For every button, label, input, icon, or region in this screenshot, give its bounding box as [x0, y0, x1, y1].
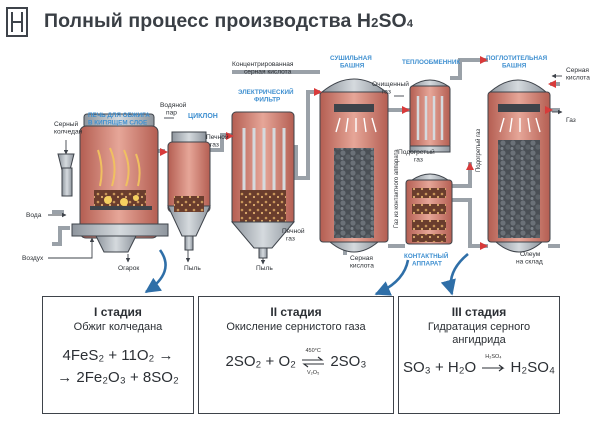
stage-3-eq-right: H₂SO₄	[510, 359, 555, 376]
stage-2-eq-right: 2SO₃	[330, 353, 367, 370]
stage-3-eq-left: SO₃ + H₂O	[403, 359, 477, 376]
stage-2-box: II стадия Окисление сернистого газа 2SO₂…	[198, 296, 394, 414]
cyclone	[167, 131, 211, 251]
logo-icon	[6, 7, 28, 37]
stage-2-title: II стадия	[270, 305, 322, 319]
stage-3-box: III стадия Гидратация серного ангидрида …	[398, 296, 560, 414]
stage-3-title: III стадия	[451, 305, 507, 319]
stage-connectors	[144, 249, 469, 296]
flow-arrows	[160, 56, 556, 250]
equilibrium-arrow-icon: 450°C V₂O₅	[301, 348, 325, 376]
label-pointers	[48, 73, 563, 265]
stage-1-eq-line-1: 4FeS₂ + 11O₂ →	[62, 347, 174, 364]
stage-2-condition-top: 450°C	[305, 348, 321, 355]
absorption-tower	[487, 79, 551, 253]
label-teploobmennik: ТЕПЛООБМЕННИК	[402, 59, 460, 66]
label-gaz-iz-kontaktnogo: Газ из контактного аппарата	[394, 149, 400, 228]
stage-2-equation: 2SO₂ + O₂ 450°C V₂O₅ 2SO₃	[199, 348, 393, 376]
heat-exchanger	[409, 79, 451, 153]
stage-3-condition-top: H₂SO₄	[485, 354, 502, 361]
label-vozdukh: Воздух	[22, 255, 44, 262]
stage-2-eq-left: 2SO₂ + O₂	[225, 353, 296, 370]
electric-filter	[230, 111, 296, 259]
label-voda: Вода	[26, 212, 42, 219]
stage-3-equation: SO₃ + H₂O H₂SO₄ H₂SO₄	[399, 354, 559, 376]
page-title: Полный процесс производства H2SO4	[44, 10, 414, 32]
drying-tower	[319, 78, 389, 253]
stage-1-desc: Обжиг колчедана	[73, 321, 163, 333]
label-pyl-2: Пыль	[256, 265, 273, 272]
stage-1-box: I стадия Обжиг колчедана 4FeS₂ + 11O₂ → …	[42, 296, 194, 414]
label-podogretyi-gaz-2: Подогретый газ	[475, 129, 482, 172]
stage-3-desc: Гидратация серного ангидрида	[427, 321, 531, 346]
label-ogarok: Огарок	[118, 265, 139, 272]
label-pyl-1: Пыль	[184, 265, 201, 272]
roasting-furnace	[57, 113, 169, 253]
stage-1-eq-line-2: → 2Fe₂O₃ + 8SO₂	[57, 369, 179, 386]
stage-1-title: I стадия	[94, 305, 142, 319]
label-gaz-out: Газ	[566, 117, 576, 124]
stage-2-condition-bottom: V₂O₅	[307, 370, 320, 377]
contact-apparatus	[405, 173, 453, 245]
stage-2-desc: Окисление сернистого газа	[226, 321, 366, 333]
arrow-icon: H₂SO₄	[481, 354, 506, 375]
label-ciklon: ЦИКЛОН	[188, 113, 218, 120]
